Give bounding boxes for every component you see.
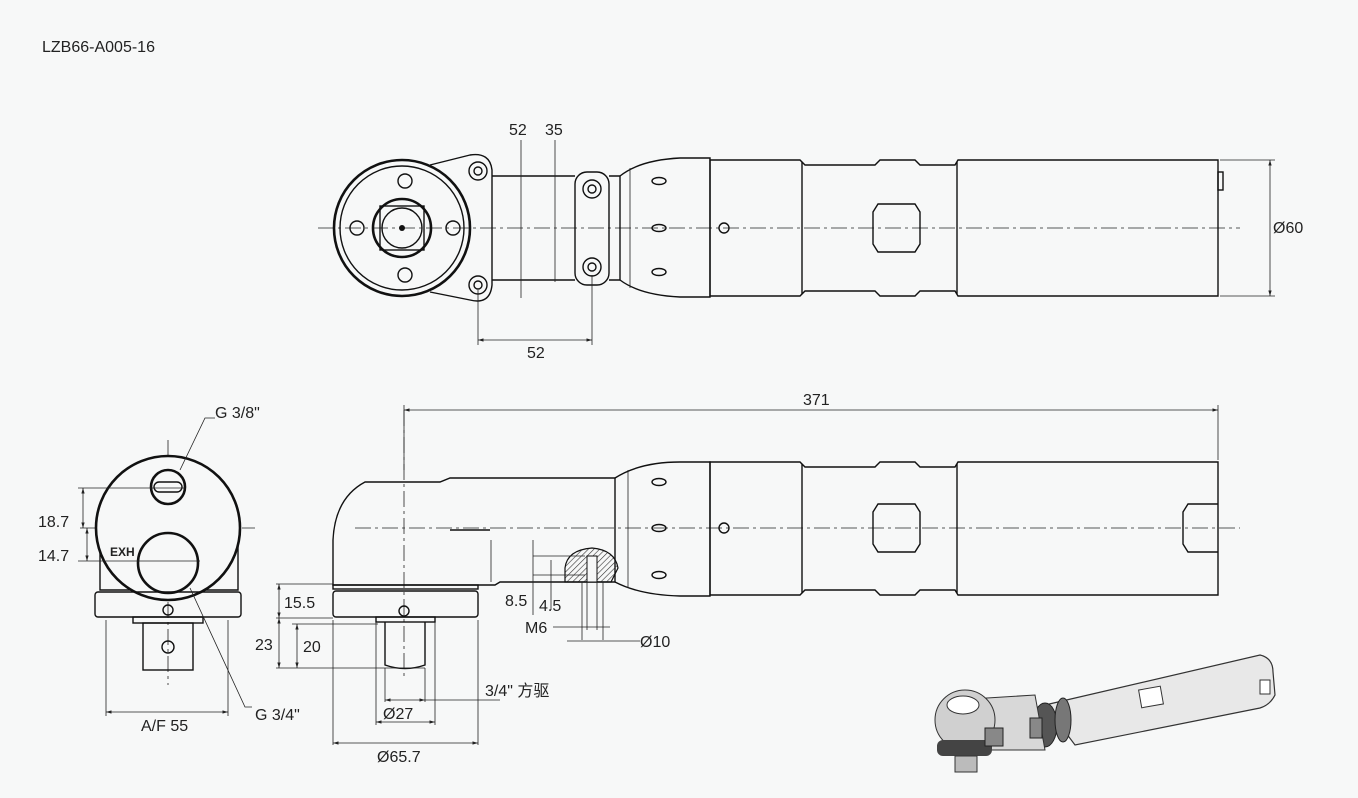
vent — [651, 523, 667, 533]
grip-flat — [872, 503, 921, 553]
square-drive — [384, 622, 426, 670]
iso-head-top — [946, 695, 980, 715]
dim-35: 35 — [545, 122, 563, 139]
clamp-hole — [582, 257, 602, 277]
housing-circle — [94, 454, 242, 602]
flange-pin — [398, 605, 410, 617]
clamp-hole-inner — [587, 184, 597, 194]
dim-20: 20 — [303, 639, 321, 656]
iso-flange — [937, 740, 992, 756]
motor-housing — [709, 461, 1219, 596]
square-drive — [142, 622, 194, 671]
bolt-hole — [349, 220, 365, 236]
dim-dia60: Ø60 — [1273, 220, 1303, 237]
lock-screw — [718, 522, 730, 534]
clamp — [574, 171, 610, 286]
isometric-tool-render — [934, 654, 1276, 773]
drive-shoulder — [375, 616, 436, 623]
dim-dia27: Ø27 — [383, 706, 413, 723]
clamp-hole-inner — [587, 262, 597, 272]
mount-hole-inner — [473, 166, 483, 176]
vent — [651, 223, 667, 233]
inlet-slot — [153, 481, 183, 493]
end-cap — [1217, 171, 1224, 191]
exh-label: EXH — [110, 545, 135, 559]
base-flange — [332, 590, 479, 618]
front-view: EXH G 3/8" G 3/4" 18.7 14.7 A/F 55 — [38, 405, 300, 735]
bolt-hole — [445, 220, 461, 236]
exhaust-port — [136, 531, 200, 595]
top-view: 52 35 52 Ø60 — [318, 122, 1303, 362]
dim-dia10: Ø10 — [640, 634, 670, 651]
hanger-bore — [586, 555, 598, 583]
inlet-port — [149, 468, 187, 506]
iso-square-drive — [954, 755, 978, 773]
iso-clamp — [984, 727, 1004, 747]
iso-grip-flat — [1138, 685, 1164, 709]
mount-hole-inner — [473, 280, 483, 290]
leader-line — [179, 417, 215, 471]
drawing-title: LZB66-A005-16 — [42, 39, 155, 56]
nose-section — [614, 461, 711, 597]
mount-hole — [468, 161, 488, 181]
drive-boss — [381, 207, 423, 249]
vent — [651, 477, 667, 487]
drive-ring — [371, 197, 433, 259]
square-drive — [379, 205, 425, 251]
port-inlet-label: G 3/8" — [215, 405, 260, 422]
vent — [651, 570, 667, 580]
head-face — [339, 165, 465, 291]
grip-flat — [872, 203, 921, 253]
bolt-hole — [397, 173, 413, 189]
dim-af55: A/F 55 — [141, 718, 188, 735]
port-exhaust-label: G 3/4" — [255, 707, 300, 724]
motor-housing — [709, 159, 1219, 297]
head-outer-ring — [332, 158, 472, 298]
leader-line — [189, 587, 252, 708]
end-flat — [1182, 503, 1218, 553]
drive-center — [399, 225, 405, 231]
flange-ring — [332, 584, 479, 590]
drive-pin-hole — [161, 640, 175, 654]
dim-18-7: 18.7 — [38, 514, 69, 531]
vent — [651, 267, 667, 277]
dim-371: 371 — [803, 392, 830, 409]
dim-23: 23 — [255, 637, 273, 654]
flange-pin — [162, 604, 174, 616]
iso-collar — [1054, 697, 1072, 743]
dim-m6: M6 — [525, 620, 547, 637]
dim-52-vertical: 52 — [509, 122, 527, 139]
dim-15-5: 15.5 — [284, 595, 315, 612]
bolt-hole — [397, 267, 413, 283]
dim-52-horizontal: 52 — [527, 345, 545, 362]
side-view: 371 15.5 23 20 8.5 4.5 M6 Ø10 3/4" 方驱 Ø2… — [255, 392, 1240, 766]
iso-end-flat — [1259, 679, 1271, 695]
dim-8-5: 8.5 — [505, 593, 527, 610]
dim-dia65-7: Ø65.7 — [377, 749, 421, 766]
iso-hanger — [1029, 717, 1043, 739]
drive-size-label: 3/4" 方驱 — [485, 682, 549, 700]
neck — [492, 175, 575, 281]
dim-4-5: 4.5 — [539, 598, 561, 615]
clamp-hole — [582, 179, 602, 199]
collar — [609, 175, 621, 281]
dim-14-7: 14.7 — [38, 548, 69, 565]
vent — [651, 176, 667, 186]
lock-screw — [718, 222, 730, 234]
